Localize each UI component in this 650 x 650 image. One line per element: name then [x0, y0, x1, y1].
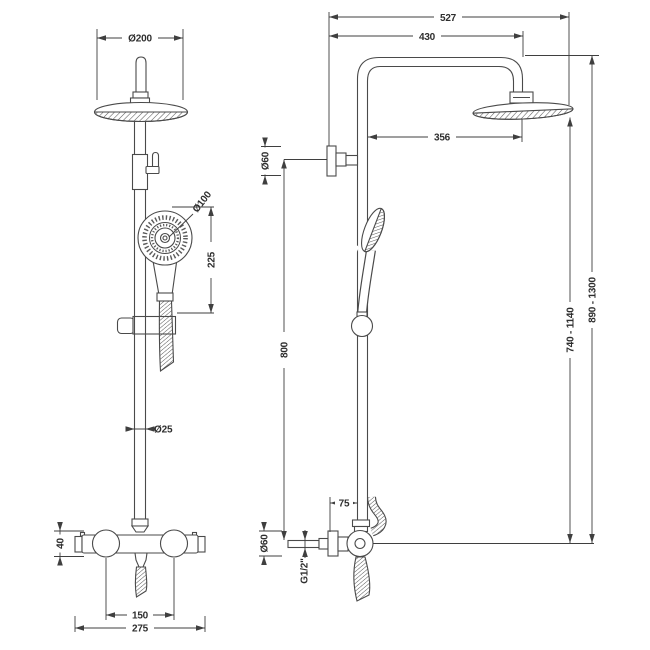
dim-head-center-offset: 356 — [434, 133, 451, 144]
dim-head-height-range: 740 - 1140 — [566, 307, 577, 353]
dim-valve-body-height: 40 — [56, 538, 67, 549]
side-shower-head — [472, 102, 574, 120]
side-handheld-hose-end — [368, 496, 386, 536]
side-valve-hose — [353, 556, 371, 602]
dim-wall-bracket-diameter: Ø60 — [261, 151, 272, 170]
dim-bracket-to-valve-height: 800 — [280, 341, 291, 358]
front-top-cap — [129, 56, 151, 105]
front-valve-hose — [134, 566, 148, 598]
dim-handheld-length: 225 — [207, 251, 218, 268]
front-view: Ø200 Ø100 225 Ø25 40 — [54, 29, 218, 635]
side-view: 527 430 356 Ø60 — [258, 11, 599, 602]
dim-valve-hole-spacing: 150 — [132, 611, 149, 622]
dim-overall-projection: 527 — [440, 13, 457, 24]
dim-valve-overall-width: 275 — [132, 624, 149, 635]
front-diverter — [131, 151, 160, 191]
dim-valve-projection: 75 — [339, 499, 350, 510]
front-handheld-hose — [158, 300, 175, 373]
dim-valve-flange-diameter: Ø60 — [260, 534, 271, 553]
side-handheld-shower — [347, 207, 385, 338]
dim-head-diameter: Ø200 — [128, 34, 152, 45]
dim-inlet-thread: G1/2" — [300, 558, 311, 584]
side-wall-bracket — [326, 145, 359, 177]
dim-riser-diameter: Ø25 — [154, 425, 173, 436]
front-handheld-shower — [137, 210, 193, 302]
dim-arm-projection: 430 — [419, 32, 436, 43]
side-dimensions: 527 430 356 Ø60 — [258, 11, 599, 584]
front-shower-head — [93, 101, 189, 123]
front-valve — [74, 518, 206, 598]
side-riser-and-arm — [356, 56, 534, 520]
dim-overall-height-range: 890 - 1300 — [588, 276, 599, 322]
front-dimensions: Ø200 Ø100 225 Ø25 40 — [54, 29, 218, 635]
